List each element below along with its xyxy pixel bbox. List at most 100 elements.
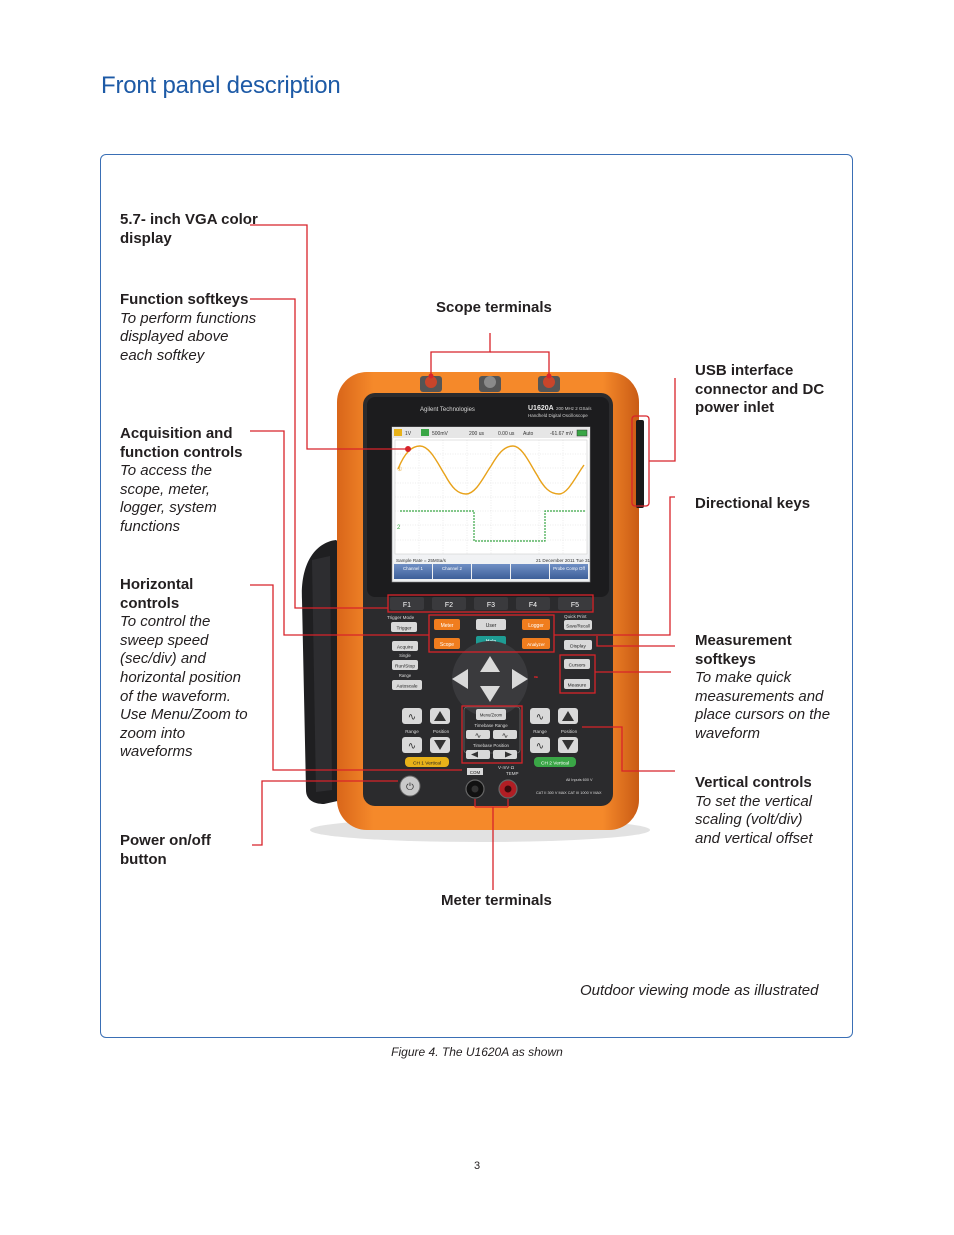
save-recall-button[interactable] bbox=[564, 620, 592, 630]
callout-meter-terminals: Meter terminals bbox=[441, 892, 581, 911]
page-title: Front panel description bbox=[101, 72, 341, 99]
model-sub-text: 200 MHz 2 GSa/s bbox=[556, 406, 592, 411]
f2-key[interactable]: F2 bbox=[445, 602, 453, 609]
menu-zoom-button[interactable] bbox=[476, 709, 506, 720]
meter-terminals: COM V·mV·Ω TEMP CAT II 300 V MAX CAT III… bbox=[465, 765, 602, 799]
directional-keys bbox=[452, 641, 528, 717]
callout-acquisition-desc: To access the scope, meter, logger, syst… bbox=[120, 462, 217, 535]
screen-sample-rate: Sample Rate = 25MSa/s bbox=[396, 558, 447, 563]
callout-acquisition: Acquisition and function controls To acc… bbox=[120, 425, 250, 537]
ch1-position-label: Position bbox=[433, 729, 450, 734]
f5-key[interactable]: F5 bbox=[571, 602, 579, 609]
ch2-vertical-controls: ∿ Range Position ∿ CH 2 Vertical bbox=[530, 708, 578, 767]
callout-usb: USB interface connector and DC power inl… bbox=[695, 362, 835, 418]
user-button-label: User bbox=[486, 623, 497, 629]
usb-port bbox=[636, 420, 644, 508]
screen-softkey-2: Channel 2 bbox=[442, 566, 463, 571]
screen-position: 0.00 us bbox=[498, 431, 515, 437]
callout-vertical: Vertical controls To set the vertical sc… bbox=[695, 774, 830, 848]
v-mv-label: V·mV·Ω bbox=[498, 765, 515, 770]
scope-button-label: Scope bbox=[440, 642, 454, 648]
down-arrow-key[interactable] bbox=[480, 686, 500, 702]
callout-scope-terminals-heading: Scope terminals bbox=[436, 299, 552, 316]
save-recall-button-label: Save/Recall bbox=[566, 624, 589, 629]
acquire-button-label: Acquire bbox=[397, 645, 414, 651]
screen-softkey-5: Probe Comp Off bbox=[553, 566, 585, 571]
callout-vertical-heading: Vertical controls bbox=[695, 774, 812, 791]
timebase-controls: Menu/Zoom Timebase Range ∿ ∿ Timebase Po… bbox=[463, 706, 521, 759]
run-stop-button-label: Run/Stop bbox=[395, 664, 415, 670]
callout-function-softkeys-desc: To perform functions displayed above eac… bbox=[120, 309, 257, 364]
range-label-top: Range bbox=[399, 673, 412, 678]
callout-usb-heading: USB interface connector and DC power inl… bbox=[695, 362, 825, 417]
f3-key[interactable]: F3 bbox=[487, 602, 495, 609]
ch2-position-label: Position bbox=[561, 729, 578, 734]
screen-ch1-scale: 1V bbox=[405, 431, 412, 437]
svg-text:2: 2 bbox=[397, 525, 401, 531]
run-stop-button[interactable] bbox=[392, 660, 418, 670]
screen-trigger-mode: Auto bbox=[523, 431, 534, 437]
logger-button-label: Logger bbox=[528, 623, 544, 629]
model-text: U1620A bbox=[528, 405, 554, 412]
quick-print-label: Quick Print bbox=[564, 614, 587, 619]
scope-terminal-connectors bbox=[420, 376, 560, 392]
acquire-button[interactable] bbox=[392, 641, 418, 651]
page-number: 3 bbox=[473, 1160, 481, 1172]
callout-function-softkeys: Function softkeys To perform functions d… bbox=[120, 291, 260, 365]
callout-measurement: Measurement softkeys To make quick measu… bbox=[695, 632, 840, 744]
svg-text:①: ① bbox=[397, 466, 402, 473]
function-softkeys: F1 F2 F3 F4 F5 bbox=[390, 597, 592, 610]
figure-frame bbox=[100, 154, 853, 1038]
menu-zoom-label: Menu/Zoom bbox=[480, 713, 503, 718]
svg-text:∿: ∿ bbox=[502, 731, 509, 740]
measure-button[interactable] bbox=[564, 679, 590, 689]
ch1-range-label: Range bbox=[405, 729, 419, 734]
trigger-mode-label: Trigger Mode bbox=[387, 615, 415, 620]
cursors-button[interactable] bbox=[564, 659, 590, 669]
up-arrow-key[interactable] bbox=[480, 656, 500, 672]
svg-text:∿: ∿ bbox=[408, 741, 416, 752]
meter-button-label: Meter bbox=[441, 623, 454, 629]
svg-text:∿: ∿ bbox=[475, 731, 482, 740]
model-desc-text: Handheld Digital Oscilloscope bbox=[528, 413, 588, 418]
measure-button-label: Measure bbox=[568, 683, 587, 689]
ch2-vertical-label: CH 2 Vertical bbox=[541, 761, 569, 767]
figure-caption: Figure 4. The U1620A as shown bbox=[391, 1045, 563, 1059]
callout-function-softkeys-heading: Function softkeys bbox=[120, 291, 249, 308]
trigger-button[interactable] bbox=[391, 622, 417, 632]
ch2-range-label: Range bbox=[533, 729, 547, 734]
callout-horizontal: Horizontal controls To control the sweep… bbox=[120, 576, 250, 762]
svg-text:∿: ∿ bbox=[408, 712, 416, 723]
brand-text: Agilent Technologies bbox=[420, 407, 475, 413]
display-button[interactable] bbox=[564, 640, 592, 650]
outdoor-mode-note: Outdoor viewing mode as illustrated bbox=[580, 982, 819, 999]
callout-horizontal-heading: Horizontal controls bbox=[120, 576, 194, 612]
scope-button[interactable] bbox=[434, 638, 460, 649]
callout-meter-terminals-heading: Meter terminals bbox=[441, 892, 552, 909]
ch1-vertical-controls: ∿ Range Position ∿ CH 1 Vertical bbox=[402, 708, 450, 767]
analyzer-button[interactable] bbox=[522, 638, 550, 649]
cat-rating-label: CAT II 300 V MAX CAT III 1000 V MAX bbox=[536, 791, 602, 795]
trigger-button-label: Trigger bbox=[396, 626, 411, 632]
callout-directional: Directional keys bbox=[695, 495, 835, 514]
f4-key[interactable]: F4 bbox=[529, 602, 537, 609]
temp-label: TEMP bbox=[506, 771, 519, 776]
right-arrow-key[interactable] bbox=[512, 669, 528, 689]
screen-softkey-1: Channel 1 bbox=[403, 566, 424, 571]
f1-key[interactable]: F1 bbox=[403, 602, 411, 609]
screen-ch2-scale: 500mV bbox=[432, 431, 449, 437]
left-arrow-key[interactable] bbox=[452, 669, 468, 689]
screen-timebase: 200 us bbox=[469, 431, 485, 437]
user-button[interactable] bbox=[476, 619, 506, 630]
power-button[interactable] bbox=[399, 775, 421, 797]
display-button-label: Display bbox=[570, 644, 586, 650]
autoscale-button[interactable] bbox=[392, 680, 422, 690]
meter-button[interactable] bbox=[434, 619, 460, 630]
timebase-position-label: Timebase Position bbox=[473, 743, 510, 748]
callout-display-heading: 5.7- inch VGA color display bbox=[120, 211, 258, 247]
callout-scope-terminals: Scope terminals bbox=[436, 299, 576, 318]
logger-button[interactable] bbox=[522, 619, 550, 630]
inputs-rating-label: All Inputs 600 V bbox=[566, 778, 593, 782]
ch1-vertical-label: CH 1 Vertical bbox=[413, 761, 441, 767]
